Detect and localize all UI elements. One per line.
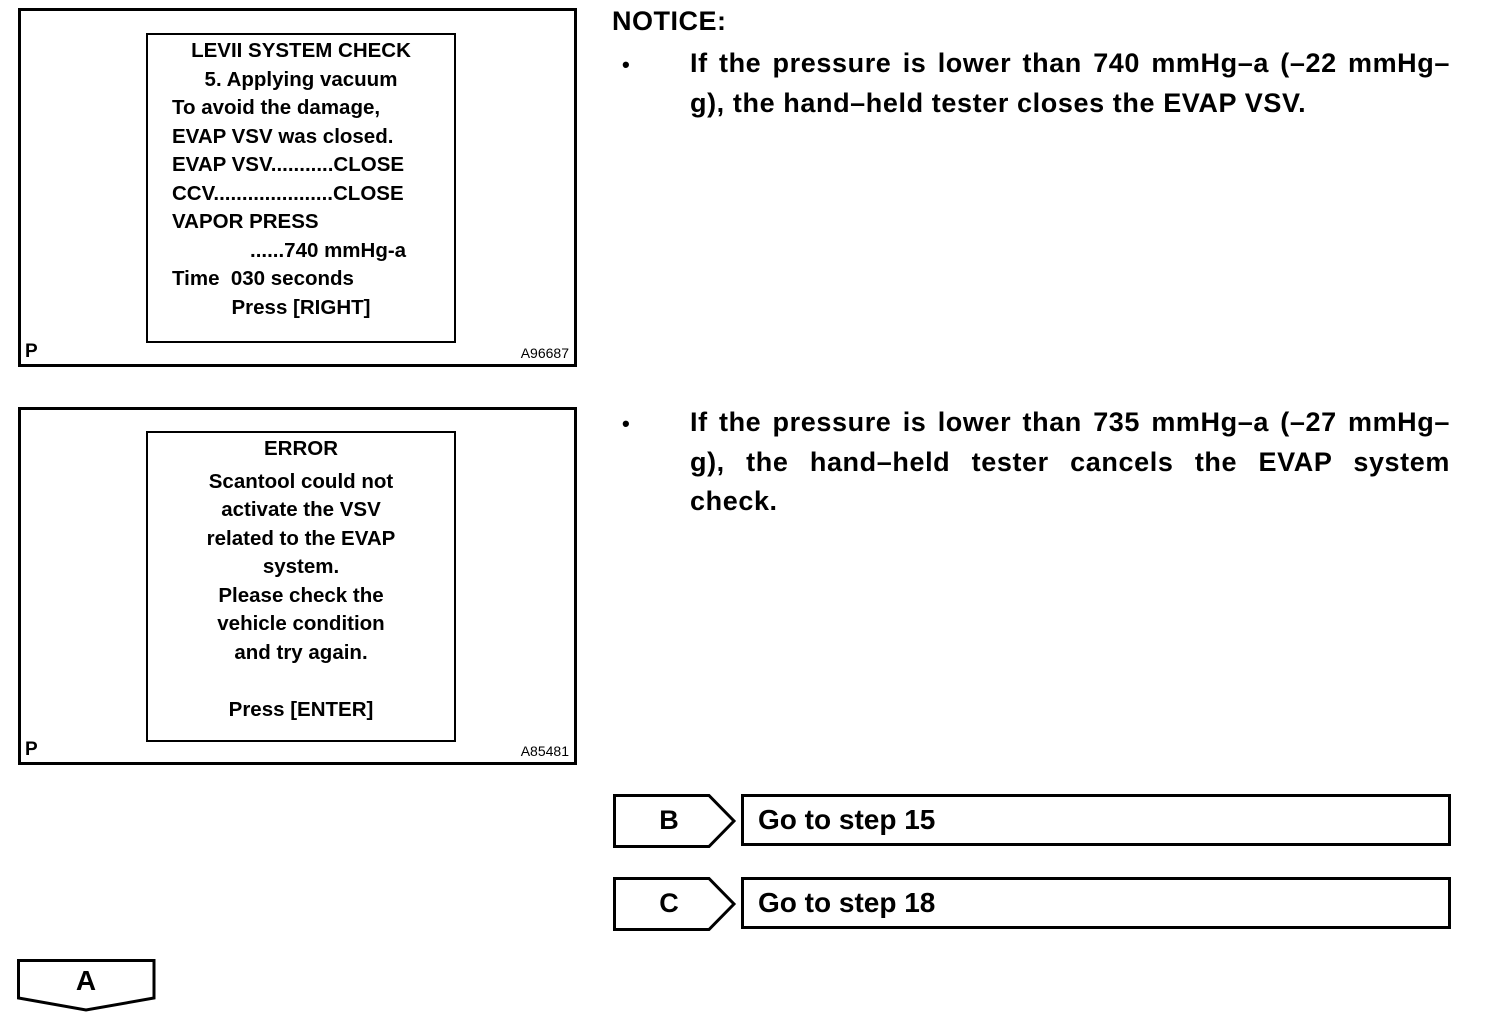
screen-line: 5. Applying vacuum — [204, 67, 398, 91]
result-label-c: C — [613, 877, 737, 931]
notice-item: If the pressure is lower than 740 mmHg–a… — [690, 48, 1450, 118]
screen-line: VAPOR PRESS — [172, 210, 319, 233]
figure-corner-label: P — [25, 739, 38, 760]
screen-line: Press [RIGHT] — [231, 295, 371, 319]
screen-line: and try again. — [234, 640, 368, 664]
screen-title: LEVII SYSTEM CHECK — [191, 39, 411, 62]
figure-levii-system-check: LEVII SYSTEM CHECK 5. Applying vacuum To… — [18, 8, 577, 367]
screen-line: CCV.....................CLOSE — [172, 181, 404, 205]
figure-corner-label: P — [25, 341, 38, 362]
step-box-c: Go to step 18 — [741, 877, 1451, 929]
tester-screen-error: ERROR Scantool could not activate the VS… — [146, 431, 456, 742]
step-box-b: Go to step 15 — [741, 794, 1451, 846]
notice-heading: NOTICE: — [612, 6, 727, 36]
screen-line: EVAP VSV...........CLOSE — [172, 153, 405, 176]
screen-line: vehicle condition — [217, 612, 385, 635]
figure-code: A96687 — [520, 345, 569, 361]
screen-line: related to the EVAP — [206, 526, 396, 550]
bullet-icon: • — [622, 411, 630, 436]
screen-line: Time 030 seconds — [172, 267, 354, 290]
arrow-label-icon — [613, 794, 737, 848]
screen-line-blank — [148, 667, 454, 696]
screen-line: Scantool could not — [208, 469, 394, 493]
screen-line: Please check the — [218, 583, 384, 607]
result-label-a: A — [17, 959, 157, 1013]
screen-line: ......740 mmHg-a — [250, 238, 407, 262]
figure-error-screen: ERROR Scantool could not activate the VS… — [18, 407, 577, 765]
screen-title: ERROR — [263, 437, 339, 460]
screen-line: system. — [262, 555, 340, 578]
screen-line: To avoid the damage, — [172, 96, 381, 119]
figure-code: A85481 — [520, 743, 569, 759]
screen-line: Press [ENTER] — [228, 697, 374, 721]
bullet-icon: • — [622, 52, 630, 77]
result-label-text: B — [659, 805, 679, 835]
result-label-text: C — [659, 888, 679, 918]
screen-line: activate the VSV — [221, 498, 381, 521]
result-label-b: B — [613, 794, 737, 848]
result-label-text: A — [75, 965, 97, 996]
down-arrow-label-icon — [17, 959, 156, 1012]
arrow-label-icon — [613, 877, 737, 931]
tester-screen-vacuum: LEVII SYSTEM CHECK 5. Applying vacuum To… — [146, 33, 456, 343]
notice-item: If the pressure is lower than 735 mmHg–a… — [690, 407, 1450, 516]
screen-line: EVAP VSV was closed. — [172, 124, 394, 148]
